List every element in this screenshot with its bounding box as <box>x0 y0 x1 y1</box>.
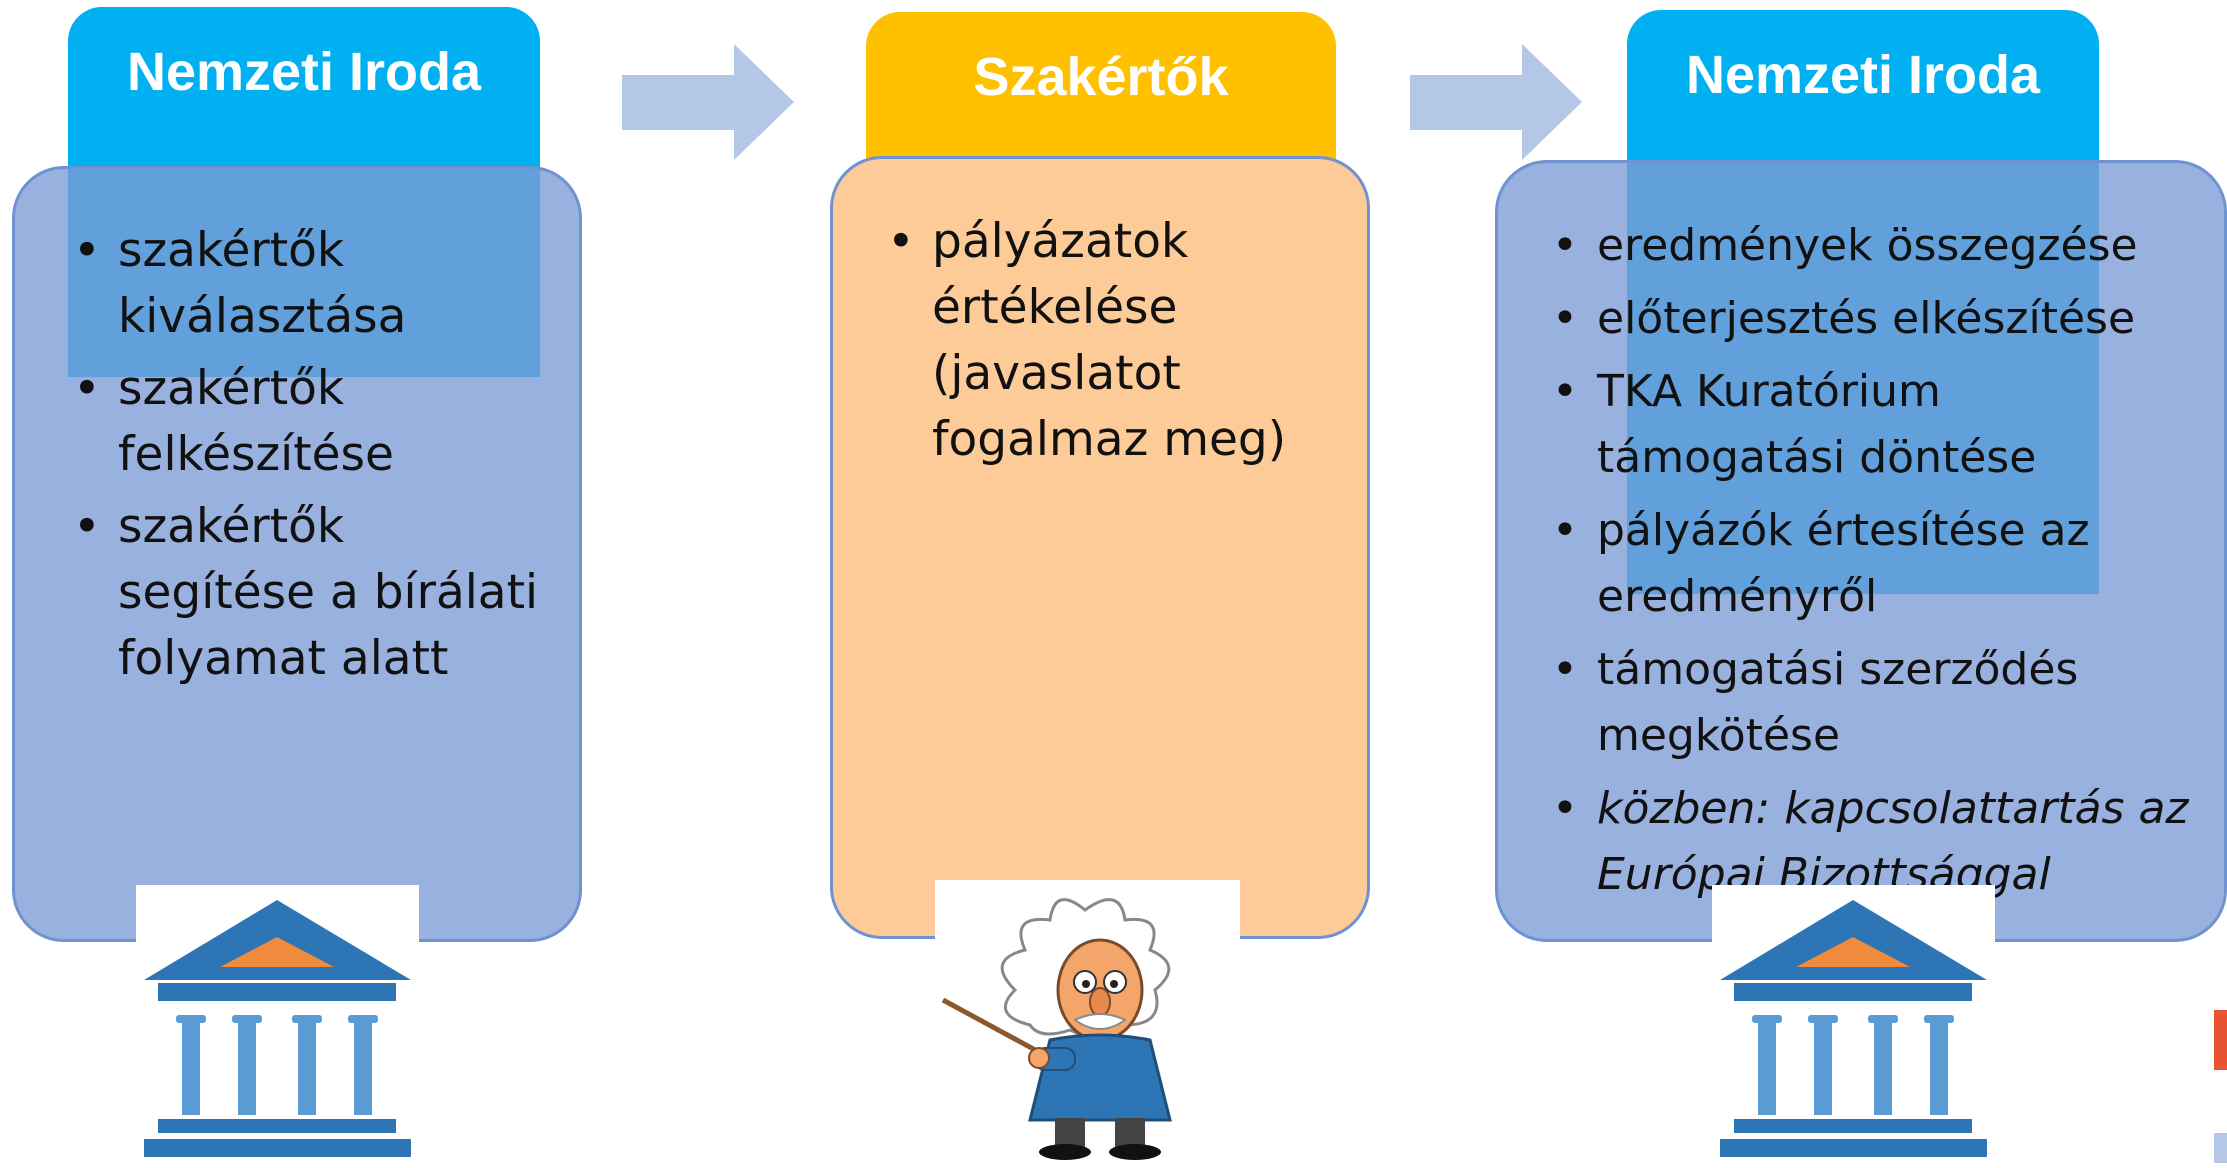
tab-szakertok: Szakértők <box>866 12 1336 182</box>
institution-icon <box>136 885 419 1163</box>
list-item: támogatási szerződés megkötése <box>1552 637 2192 769</box>
list-item: TKA Kuratórium támogatási döntése <box>1552 359 2192 491</box>
item-list: szakértők kiválasztása szakértők felkész… <box>73 218 553 698</box>
list-item: pályázók értesítése az eredményről <box>1552 498 2192 630</box>
list-item: szakértők segítése a bírálati folyamat a… <box>73 494 553 692</box>
professor-icon <box>935 880 1240 1163</box>
column-title: Szakértők <box>973 47 1229 107</box>
list-item: szakértők felkészítése <box>73 356 553 488</box>
list-item: előterjesztés elkészítése <box>1552 286 2192 352</box>
column-title: Nemzeti Iroda <box>1685 45 2041 105</box>
box-column-2: pályázatok értékelése (javaslatot fogalm… <box>830 156 1370 939</box>
list-item: pályázatok értékelése (javaslatot fogalm… <box>887 209 1337 473</box>
edge-decoration <box>2214 1010 2227 1070</box>
institution-icon <box>1712 885 1995 1163</box>
list-item: szakértők kiválasztása <box>73 218 553 350</box>
item-list: pályázatok értékelése (javaslatot fogalm… <box>887 209 1337 479</box>
box-column-3: eredmények összegzése előterjesztés elké… <box>1495 160 2227 942</box>
box-column-1: szakértők kiválasztása szakértők felkész… <box>12 166 582 942</box>
edge-decoration <box>2214 1133 2227 1163</box>
arrow-right-icon <box>1406 42 1586 167</box>
arrow-right-icon <box>618 42 798 167</box>
column-title: Nemzeti Iroda <box>126 42 482 102</box>
list-item: eredmények összegzése <box>1552 213 2192 279</box>
item-list: eredmények összegzése előterjesztés elké… <box>1552 213 2192 915</box>
